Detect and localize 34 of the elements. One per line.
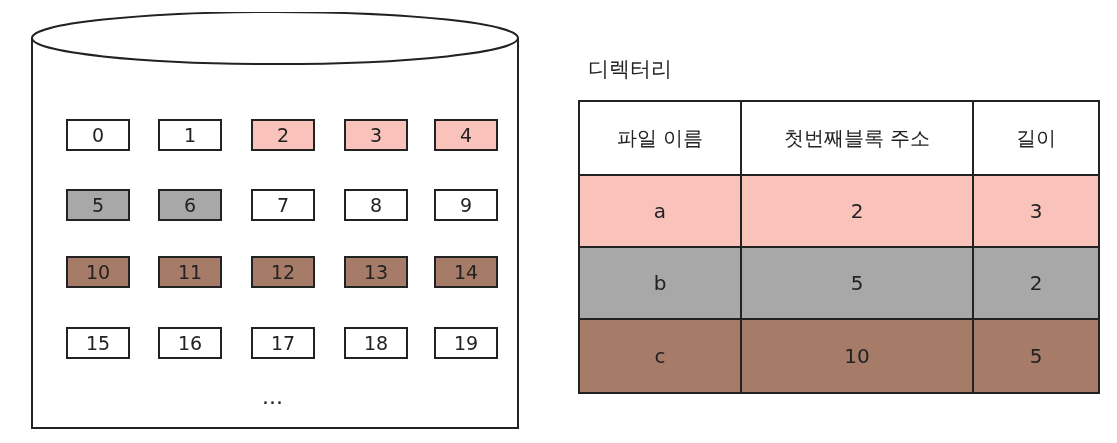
table-cell: 5 — [973, 319, 1099, 393]
disk-block: 19 — [434, 327, 498, 359]
disk-block: 18 — [344, 327, 408, 359]
disk-block: 5 — [66, 189, 130, 221]
table-cell: 2 — [973, 247, 1099, 319]
disk-block: 7 — [251, 189, 315, 221]
disk-block: 11 — [158, 256, 222, 288]
header-cell: 파일 이름 — [579, 101, 741, 175]
table-cell: 3 — [973, 175, 1099, 247]
disk-block: 3 — [344, 119, 408, 151]
disk-block: 9 — [434, 189, 498, 221]
disk-block: 12 — [251, 256, 315, 288]
ellipsis: ... — [262, 384, 283, 409]
disk-block: 10 — [66, 256, 130, 288]
disk-block: 16 — [158, 327, 222, 359]
table-cell: 10 — [741, 319, 973, 393]
header-cell: 길이 — [973, 101, 1099, 175]
disk-block: 13 — [344, 256, 408, 288]
disk-block: 14 — [434, 256, 498, 288]
disk-block: 4 — [434, 119, 498, 151]
table-title: 디렉터리 — [588, 56, 672, 83]
disk-block: 2 — [251, 119, 315, 151]
table-cell: a — [579, 175, 741, 247]
disk-block: 6 — [158, 189, 222, 221]
disk-block: 15 — [66, 327, 130, 359]
disk-block: 0 — [66, 119, 130, 151]
disk-block: 8 — [344, 189, 408, 221]
table-cell: 2 — [741, 175, 973, 247]
disk-block: 17 — [251, 327, 315, 359]
table-cell: c — [579, 319, 741, 393]
disk-block: 1 — [158, 119, 222, 151]
table-cell: b — [579, 247, 741, 319]
table-cell: 5 — [741, 247, 973, 319]
header-cell: 첫번째블록 주소 — [741, 101, 973, 175]
